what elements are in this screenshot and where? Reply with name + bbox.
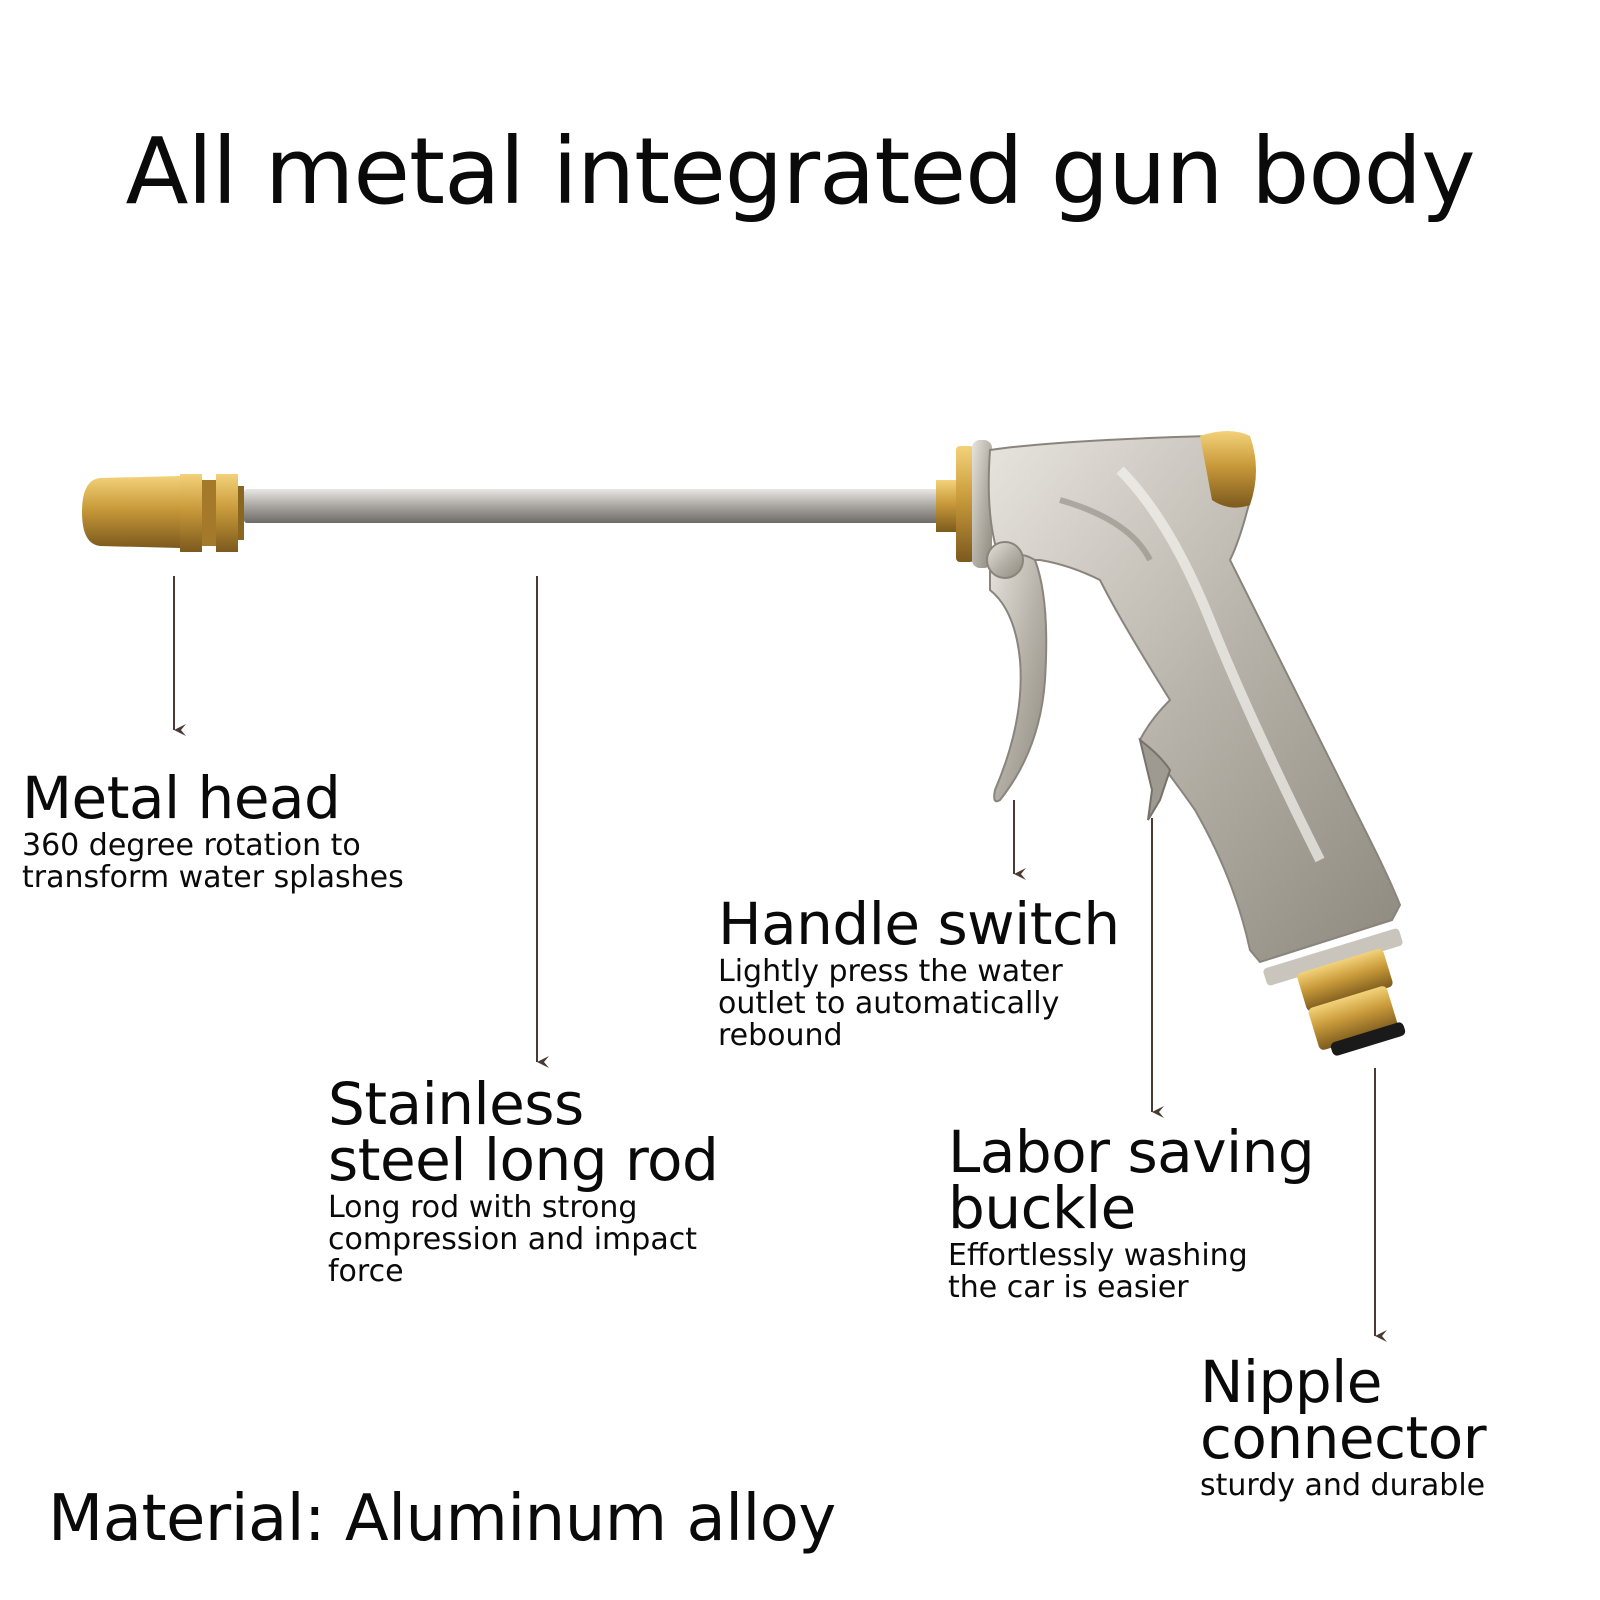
rod-desc-line-3: force: [328, 1254, 404, 1289]
buckle-title-line-2: buckle: [948, 1174, 1136, 1242]
nipple-desc-line-1: sturdy and durable: [1200, 1468, 1486, 1503]
metal-head-nozzle: [82, 474, 244, 552]
rod-desc-line-2: compression and impact: [328, 1222, 697, 1257]
rear-brass-cap: [1200, 431, 1256, 508]
handle-switch-desc-line-2: outlet to automatically: [718, 986, 1060, 1021]
nipple-title-line-2: connector: [1200, 1404, 1487, 1472]
metal-head-title: Metal head: [22, 764, 341, 832]
buckle-label: Labor saving buckle Effortlessly washing…: [948, 1118, 1315, 1305]
handle-switch-trigger: [989, 553, 1048, 803]
rod-collar: [936, 440, 992, 568]
handle-switch-title: Handle switch: [718, 890, 1120, 958]
buckle-desc-line-1: Effortlessly washing: [948, 1238, 1248, 1273]
metal-head-label: Metal head 360 degree rotation to transf…: [22, 764, 404, 895]
metal-head-desc-line-1: 360 degree rotation to: [22, 828, 361, 863]
rod-title-line-2: steel long rod: [328, 1126, 719, 1194]
nipple-connector-label: Nipple connector sturdy and durable: [1200, 1348, 1487, 1503]
labor-saving-buckle: [1138, 737, 1172, 821]
nipple-connector: [1263, 928, 1406, 1056]
page-title: All metal integrated gun body: [125, 118, 1475, 225]
handle-switch-label: Handle switch Lightly press the water ou…: [718, 890, 1120, 1053]
handle-switch-desc-line-3: rebound: [718, 1018, 843, 1053]
stainless-steel-rod: [244, 489, 944, 523]
buckle-title-line-1: Labor saving: [948, 1118, 1315, 1186]
rod-title-line-1: Stainless: [328, 1070, 584, 1138]
gun-body: [987, 434, 1402, 964]
handle-switch-desc-line-1: Lightly press the water: [718, 954, 1063, 989]
material-caption: Material: Aluminum alloy: [48, 1482, 836, 1556]
buckle-desc-line-2: the car is easier: [948, 1270, 1189, 1305]
metal-head-desc-line-2: transform water splashes: [22, 860, 404, 895]
rod-desc-line-1: Long rod with strong: [328, 1190, 638, 1225]
nipple-title-line-1: Nipple: [1200, 1348, 1382, 1416]
rod-label: Stainless steel long rod Long rod with s…: [328, 1070, 719, 1289]
